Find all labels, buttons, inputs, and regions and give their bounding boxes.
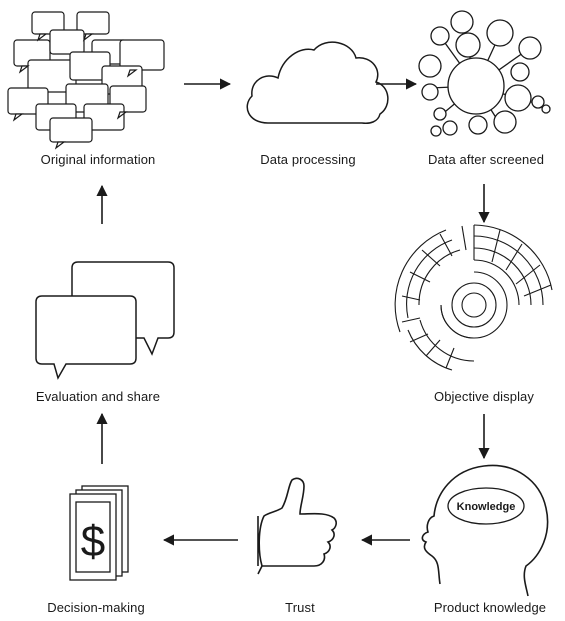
cloud-icon (246, 41, 389, 124)
node-label-original-information: Original information (40, 152, 156, 167)
node-label-decision-making: Decision-making (47, 600, 145, 615)
node-label-trust: Trust (285, 600, 315, 615)
head-silhouette-icon: Knowledge (421, 464, 549, 597)
node-label-evaluation-and-share: Evaluation and share (35, 389, 161, 404)
svg-text:$: $ (81, 517, 105, 566)
thumbs-up-icon (257, 477, 337, 575)
node-label-data-after-screened: Data after screened (427, 152, 545, 167)
node-label-objective-display: Objective display (434, 389, 534, 404)
head-knowledge-label: Knowledge (457, 501, 516, 513)
node-label-data-processing: Data processing (260, 152, 356, 167)
speech-bubbles-icon (35, 261, 175, 380)
sunburst-chart-icon (394, 224, 553, 371)
bubble-cluster-icon (418, 10, 551, 137)
speech-bubbles-cluster-icon (7, 11, 165, 150)
dollar-bills-icon: $ (69, 485, 129, 581)
node-label-product-knowledge: Product knowledge (433, 600, 547, 615)
